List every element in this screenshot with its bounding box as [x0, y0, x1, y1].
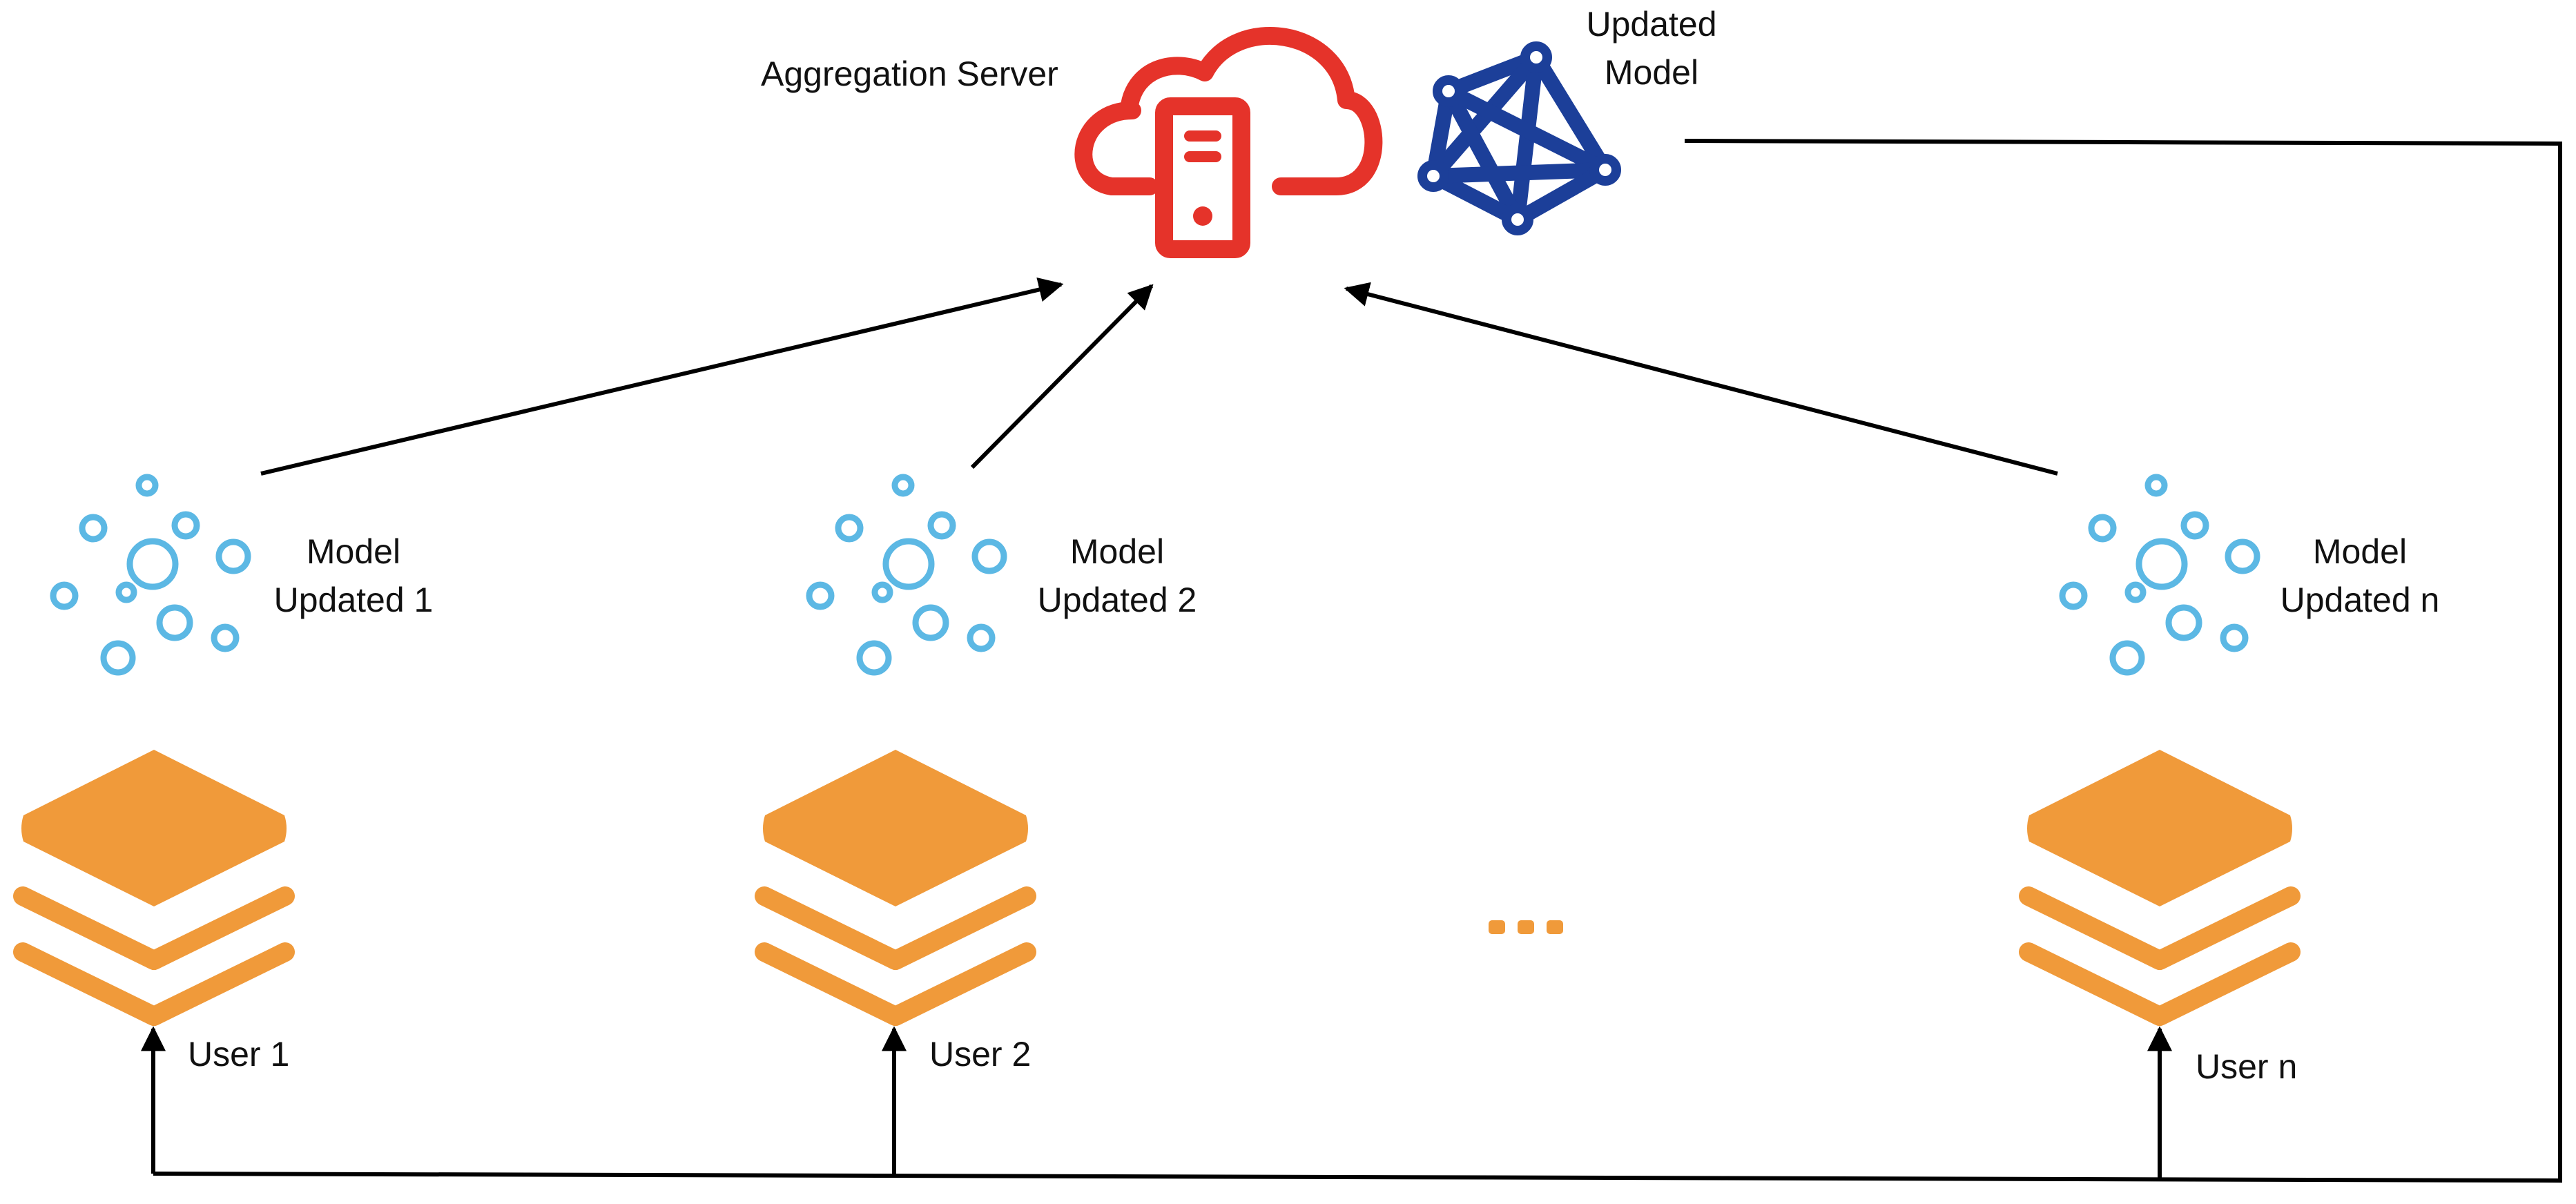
client-model-label-line2: Updated 2	[1037, 581, 1197, 619]
client-model-label-2: Model Updated 2	[1027, 527, 1207, 624]
model-bubbles-icon	[2062, 477, 2257, 672]
feedback-loop-line	[153, 139, 2562, 1183]
cloud-server-icon	[1074, 27, 1383, 258]
model-bubbles-icon	[809, 477, 1004, 672]
server-label: Aggregation Server	[761, 55, 1058, 93]
client-model-label-line2: Updated 1	[273, 581, 434, 619]
layer-stack-icon	[2027, 750, 2292, 1016]
user-label-2: User 2	[929, 1035, 1032, 1074]
layer-stack-icon	[763, 750, 1028, 1016]
user-label-n: User n	[2196, 1047, 2298, 1086]
client-model-label-line1: Model	[2312, 532, 2408, 571]
ellipsis-icon	[1489, 920, 1563, 934]
user-label-1: User 1	[188, 1035, 290, 1074]
global-model-label-line1: Updated	[1586, 5, 1717, 43]
upload-arrow-n	[1344, 282, 2058, 476]
layer-stack-icon	[21, 750, 287, 1016]
model-bubbles-icon	[53, 477, 248, 672]
client-model-label-n: Model Updated n	[2270, 527, 2450, 624]
global-model-label: Updated Model	[1569, 0, 1734, 97]
upload-arrow-1	[260, 277, 1064, 476]
client-model-label-line1: Model	[306, 532, 401, 571]
neural-network-icon	[1417, 41, 1621, 235]
upload-arrow-2	[970, 284, 1154, 469]
global-model-label-line2: Model	[1604, 53, 1699, 92]
client-model-label-line2: Updated n	[2280, 581, 2440, 619]
client-model-label-1: Model Updated 1	[264, 527, 443, 624]
client-model-label-line1: Model	[1069, 532, 1165, 571]
